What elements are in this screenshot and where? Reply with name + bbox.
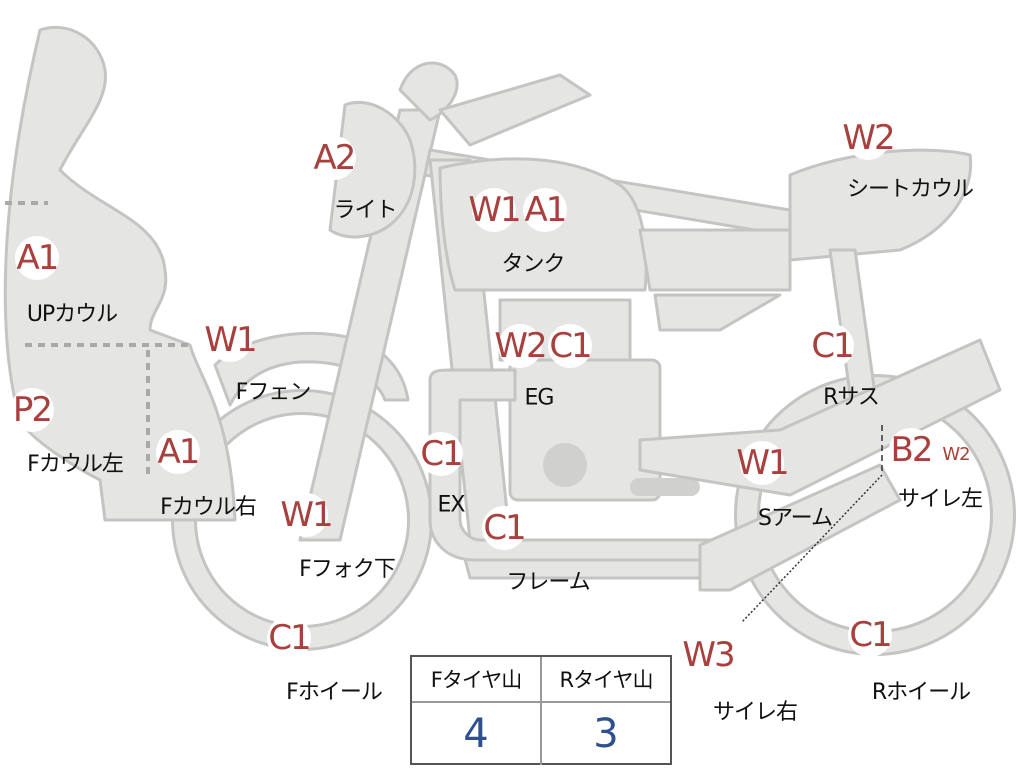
f-fork-lower-label: Fフォク下 [299, 557, 396, 582]
engine-label: EG [524, 385, 555, 411]
f-cowl-right-code: A1 [156, 430, 200, 474]
f-wheel-code: C1 [267, 616, 312, 660]
up-cowl-label: UPカウル [26, 302, 118, 327]
f-fork-lower-code: W1 [280, 493, 334, 537]
engine-code-2: C1 [548, 324, 593, 368]
slider-right-label: サイレ右 [712, 700, 798, 725]
light-label: ライト [333, 198, 397, 223]
slider-right-leader [741, 474, 883, 623]
frame-label: フレーム [506, 570, 590, 595]
tire-tread-table: Fタイヤ山 Rタイヤ山 4 3 [410, 655, 672, 765]
rear-tread-value: 3 [593, 711, 619, 757]
s-arm-code: W1 [736, 441, 790, 485]
f-cowl-left-code: P2 [10, 388, 54, 432]
swing-arm-shape [638, 338, 1002, 497]
r-sus-label: Rサス [823, 385, 880, 410]
f-wheel-label: Fホイール [286, 680, 383, 705]
front-tread-value: 4 [412, 703, 542, 765]
f-fender-label: Fフェン [235, 380, 312, 405]
tank-code-1: W1 [468, 188, 522, 232]
exhaust-label: EX [437, 492, 466, 518]
engine-code-1: W2 [494, 324, 548, 368]
footpeg-shape [630, 478, 700, 496]
side-cover-shape [653, 293, 782, 332]
front-cowl-shape [3, 25, 237, 522]
rear-tread-header: Rタイヤ山 [559, 668, 654, 692]
r-wheel-label: Rホイール [871, 680, 971, 705]
seat-cowl-label: シートカウル [846, 177, 974, 202]
handlebar-shape [438, 73, 592, 147]
engine-cover-circle [543, 443, 587, 487]
slider-left-code-2: W2 [942, 441, 971, 469]
front-tread-header: Fタイヤ山 [412, 657, 542, 701]
tank-label: タンク [501, 252, 565, 277]
tank-code-2: A1 [523, 188, 567, 232]
f-cowl-right-label: Fカウル右 [160, 495, 257, 520]
seat-cowl-shape [788, 148, 973, 262]
r-wheel-code: C1 [848, 613, 893, 657]
f-fender-code: W1 [204, 318, 258, 362]
slider-left-code-1: B2 [889, 428, 933, 472]
headlight-shape [328, 100, 417, 239]
r-sus-code: C1 [810, 324, 855, 368]
up-cowl-code: A1 [15, 236, 59, 280]
exhaust-shape [428, 368, 722, 562]
tread-header-row: Fタイヤ山 Rタイヤ山 [412, 657, 670, 703]
seat-shape [638, 228, 792, 292]
slider-left-label: サイレ左 [897, 487, 983, 512]
f-cowl-left-label: Fカウル左 [27, 452, 124, 477]
tread-value-row: 4 3 [412, 703, 670, 765]
exhaust-code: C1 [419, 432, 464, 476]
frame-code: C1 [482, 506, 527, 550]
s-arm-label: Sアーム [758, 506, 833, 531]
slider-right-code: W3 [682, 633, 736, 677]
light-code: A2 [312, 136, 356, 180]
seat-cowl-code: W2 [842, 116, 896, 160]
